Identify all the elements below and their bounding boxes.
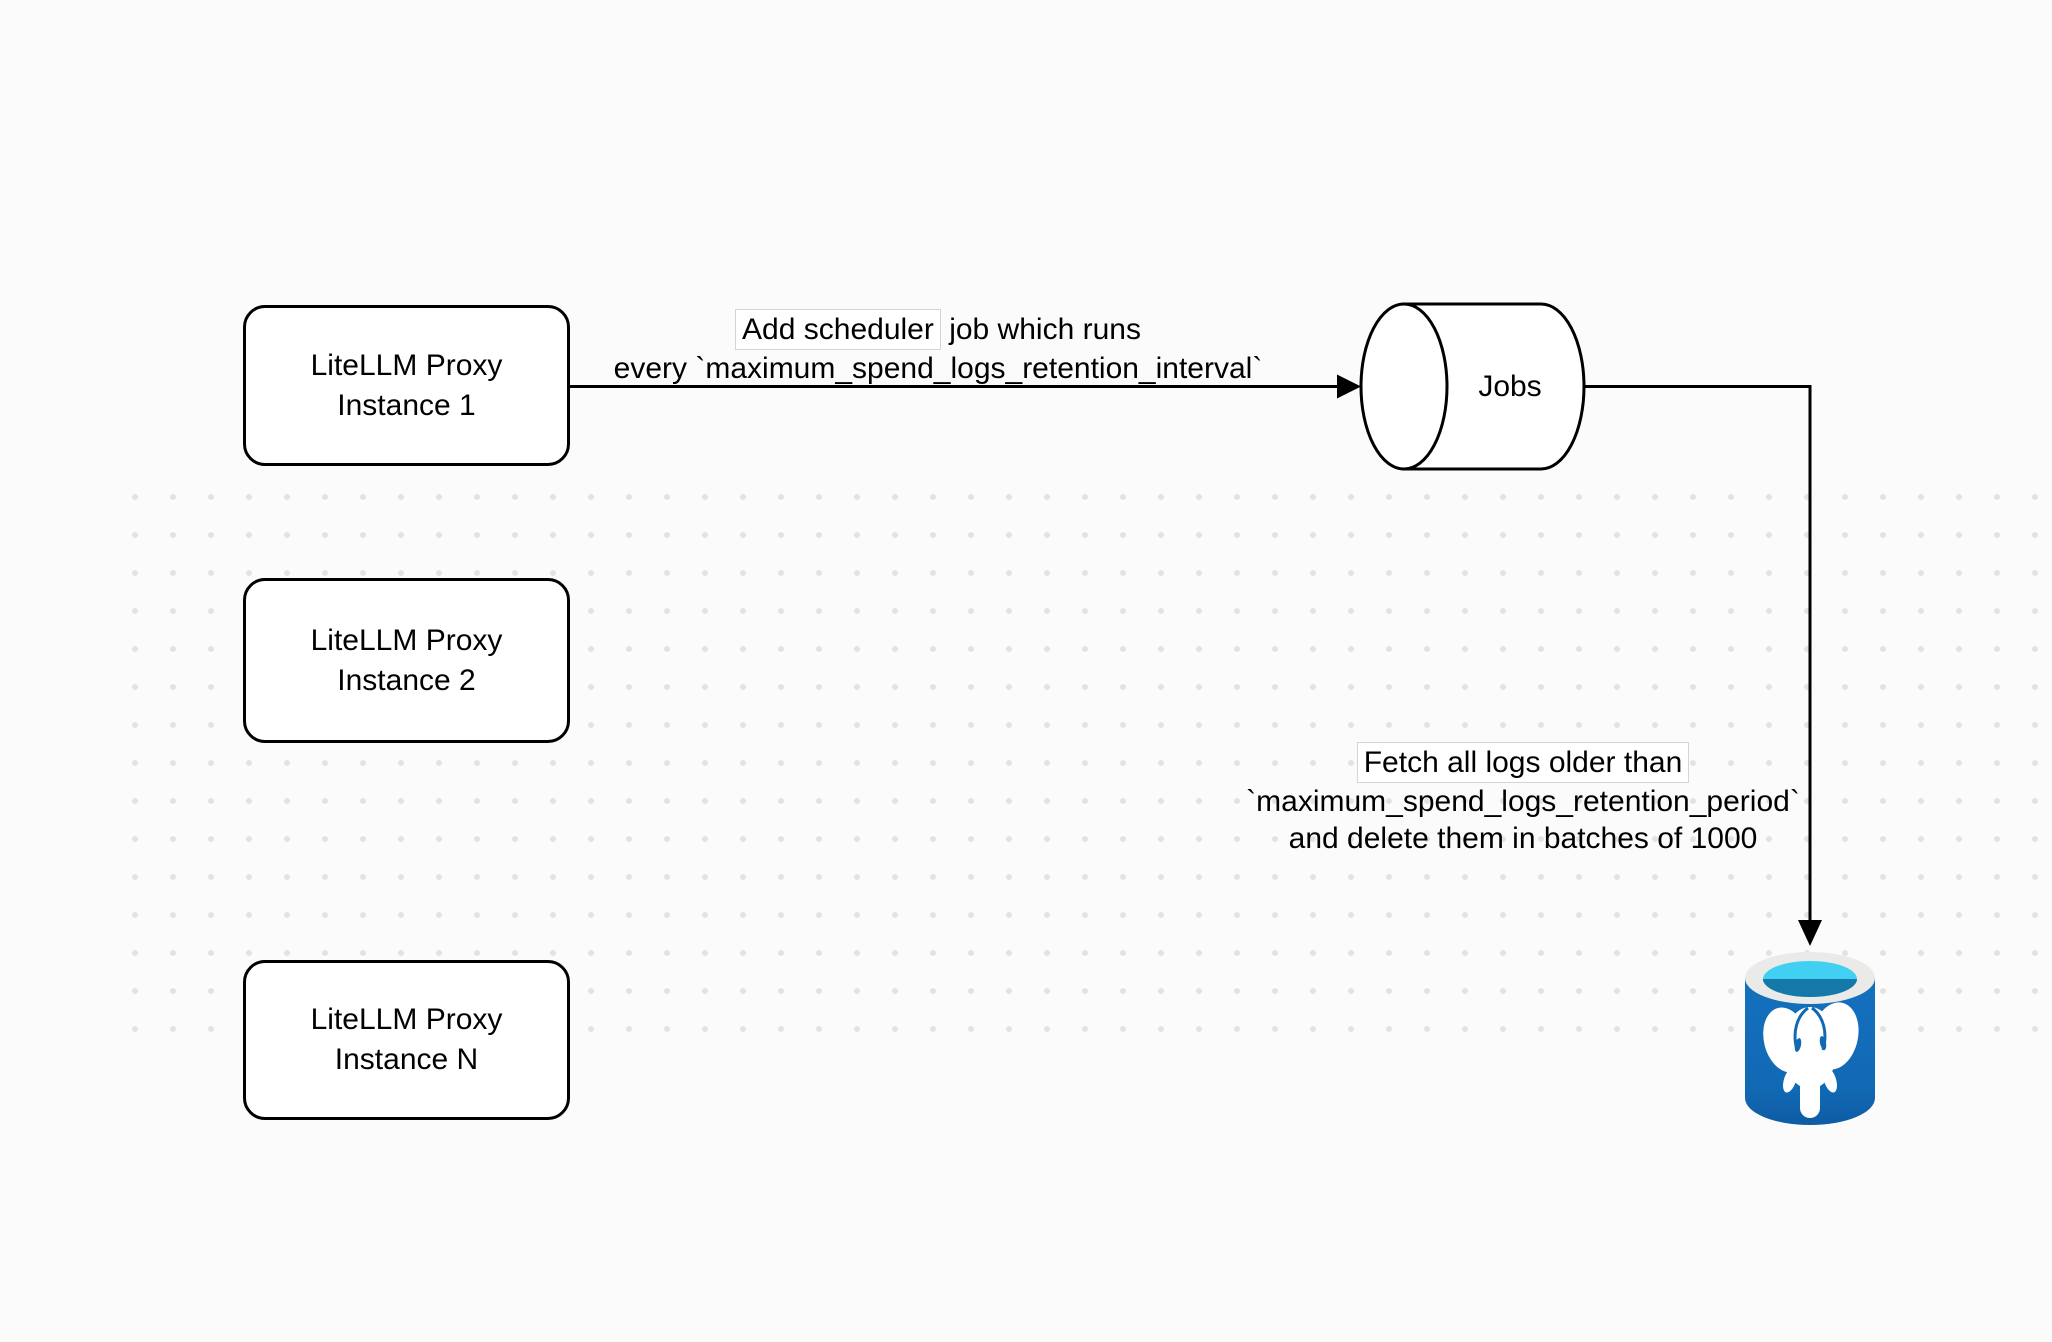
postgres-elephant-icon xyxy=(1763,1002,1859,1118)
edge-arrow-scheduler xyxy=(570,374,1361,399)
arrowhead-right-icon xyxy=(1337,374,1361,399)
edge-arrow-fetch xyxy=(1584,385,1822,946)
node-litellm-proxy-instance-1: LiteLLM Proxy Instance 1 xyxy=(243,305,570,466)
edge-label-scheduler-line-2: every `maximum_spend_logs_retention_inte… xyxy=(613,352,1263,385)
node-litellm-proxy-instance-n: LiteLLM Proxy Instance N xyxy=(243,960,570,1120)
edge-label-scheduler-line-1: Add scheduler job which runs xyxy=(593,309,1283,350)
edge-label-scheduler-line-1-boxed: Add scheduler xyxy=(735,309,941,350)
edge-label-scheduler: Add scheduler job which runs every `maxi… xyxy=(593,309,1283,387)
edge-label-fetch-line-3: and delete them in batches of 1000 xyxy=(1288,822,1758,855)
node-jobs-cylinder xyxy=(1359,302,1586,471)
edge-label-scheduler-line-1-rest: job which runs xyxy=(949,313,1141,346)
edge-label-fetch: Fetch all logs older than `maximum_spend… xyxy=(1223,742,1823,857)
database-inner-shadow xyxy=(1763,979,1857,997)
postgresql-database-icon xyxy=(1745,952,1875,1125)
node-litellm-proxy-instance-2: LiteLLM Proxy Instance 2 xyxy=(243,578,570,743)
dot-grid-background xyxy=(116,478,2038,1032)
edge-label-fetch-line-2: `maximum_spend_logs_retention_period` xyxy=(1246,785,1800,818)
edge-label-fetch-line-1-boxed: Fetch all logs older than xyxy=(1356,742,1690,783)
edge-label-fetch-line-1: Fetch all logs older than xyxy=(1223,742,1823,783)
arrowhead-down-icon xyxy=(1798,920,1822,946)
node-jobs-label: Jobs xyxy=(1478,369,1542,403)
